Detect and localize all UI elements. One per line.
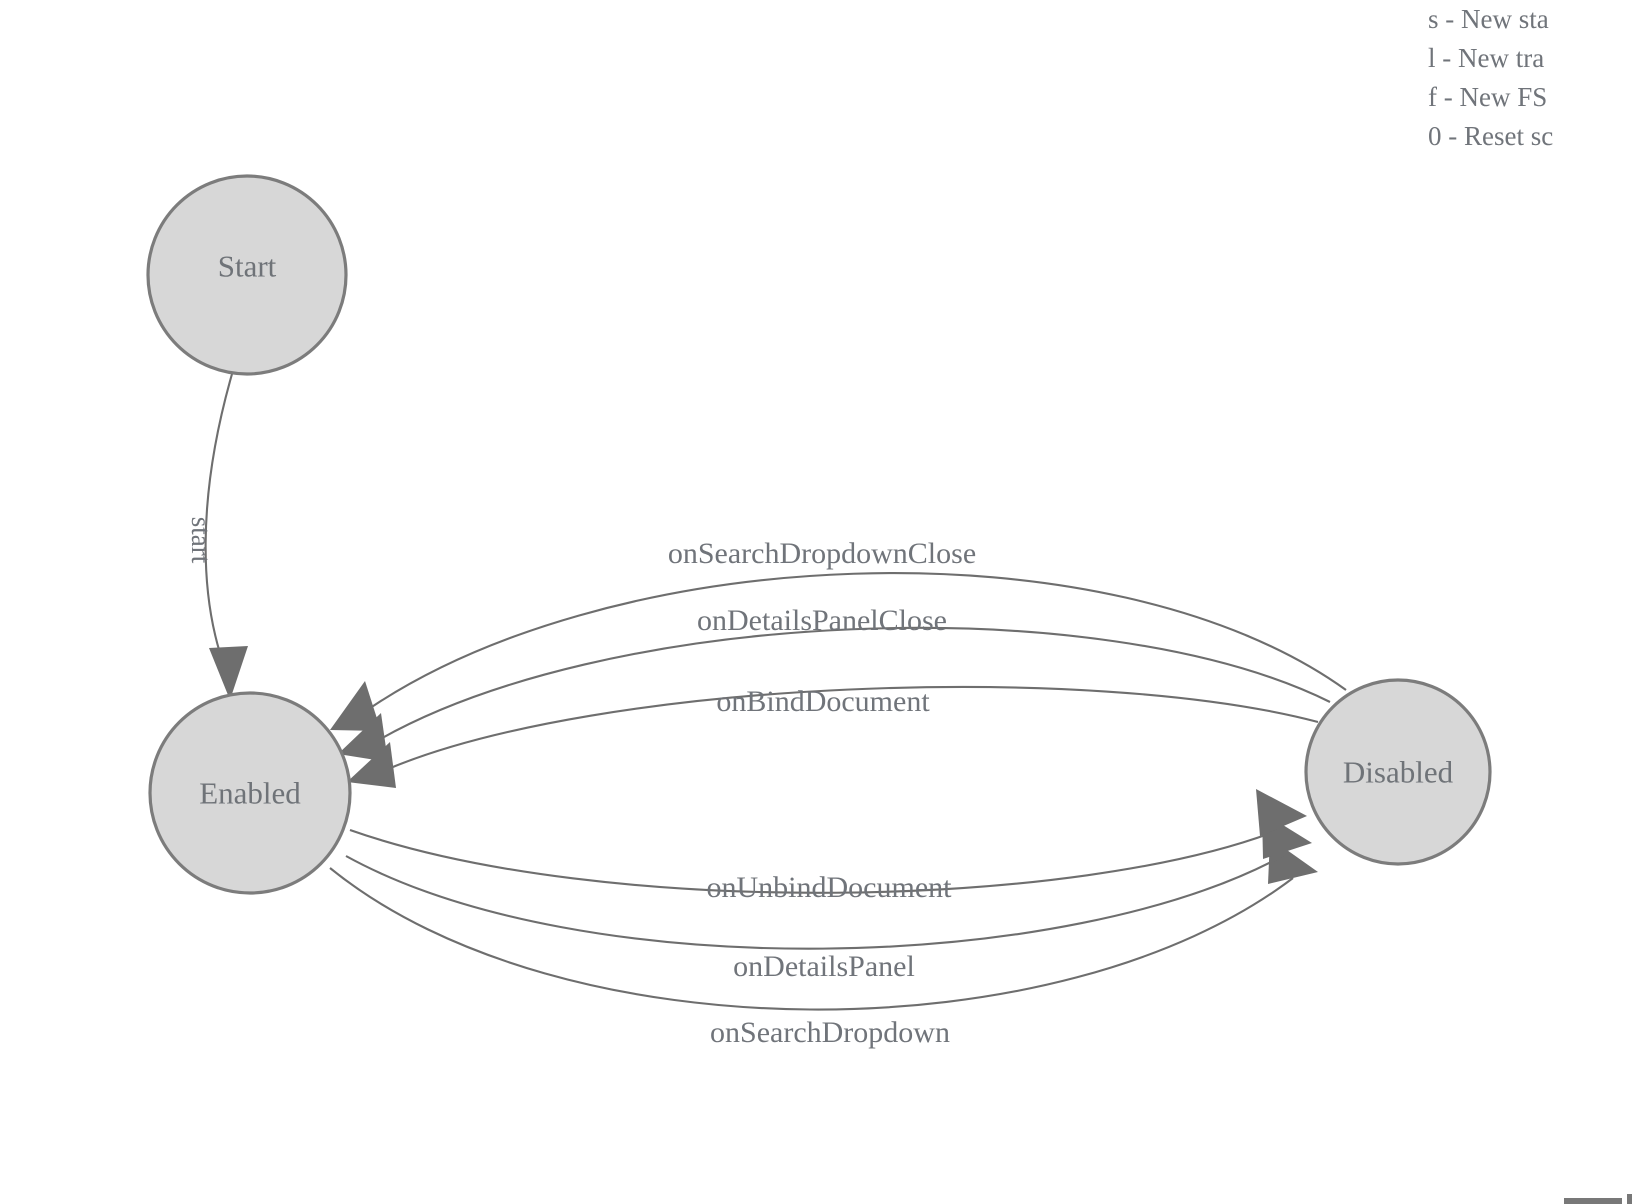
edge-details-panel-path	[345, 852, 1289, 950]
edge-start[interactable]	[204, 373, 248, 700]
edge-label-search-dropdown-close: onSearchDropdownClose	[668, 537, 976, 570]
edge-label-unbind-document: onUnbindDocument	[707, 871, 953, 904]
edge-label-details-panel-close: onDetailsPanelClose	[697, 604, 947, 637]
edge-label-start: start	[186, 517, 216, 564]
vertical-scrollbar-thumb[interactable]	[1627, 1194, 1632, 1204]
help-legend: s - New sta l - New tra f - New FS 0 - R…	[1428, 0, 1632, 156]
edge-search-dropdown-path	[329, 867, 1294, 1011]
edge-unbind-document[interactable]	[349, 789, 1307, 894]
node-start[interactable]: Start	[146, 174, 348, 376]
help-legend-line-new-state: s - New sta	[1428, 4, 1549, 34]
node-enabled-label: Enabled	[199, 776, 301, 811]
edge-bind-document-path	[387, 685, 1319, 770]
edge-start-path	[204, 373, 234, 669]
edge-label-search-dropdown: onSearchDropdown	[710, 1016, 950, 1049]
node-enabled[interactable]: Enabled	[148, 691, 352, 895]
node-start-circle[interactable]	[146, 174, 348, 376]
help-legend-line-new-fsm: f - New FS	[1428, 82, 1548, 112]
node-enabled-circle[interactable]	[148, 691, 352, 895]
edge-unbind-document-path	[349, 827, 1285, 894]
node-start-label: Start	[218, 249, 277, 284]
edge-search-dropdown-close[interactable]	[330, 572, 1347, 731]
edge-search-dropdown-close-arrowhead	[330, 681, 381, 731]
edge-unbind-document-arrowhead	[1256, 789, 1307, 836]
node-disabled-label: Disabled	[1343, 755, 1454, 790]
edge-search-dropdown-close-path	[352, 572, 1347, 721]
help-legend-line-new-transition: l - New tra	[1428, 43, 1545, 73]
edge-start-arrowhead	[209, 646, 248, 700]
node-disabled[interactable]: Disabled	[1304, 678, 1492, 866]
node-disabled-circle[interactable]	[1304, 678, 1492, 866]
edge-details-panel-close-path	[369, 626, 1331, 746]
edge-label-bind-document: onBindDocument	[716, 685, 930, 718]
scrollbar-corner[interactable]	[1564, 1194, 1632, 1204]
edge-label-details-panel: onDetailsPanel	[733, 950, 915, 983]
horizontal-scrollbar-thumb[interactable]	[1564, 1198, 1622, 1204]
help-legend-line-reset: 0 - Reset sc	[1428, 121, 1554, 151]
